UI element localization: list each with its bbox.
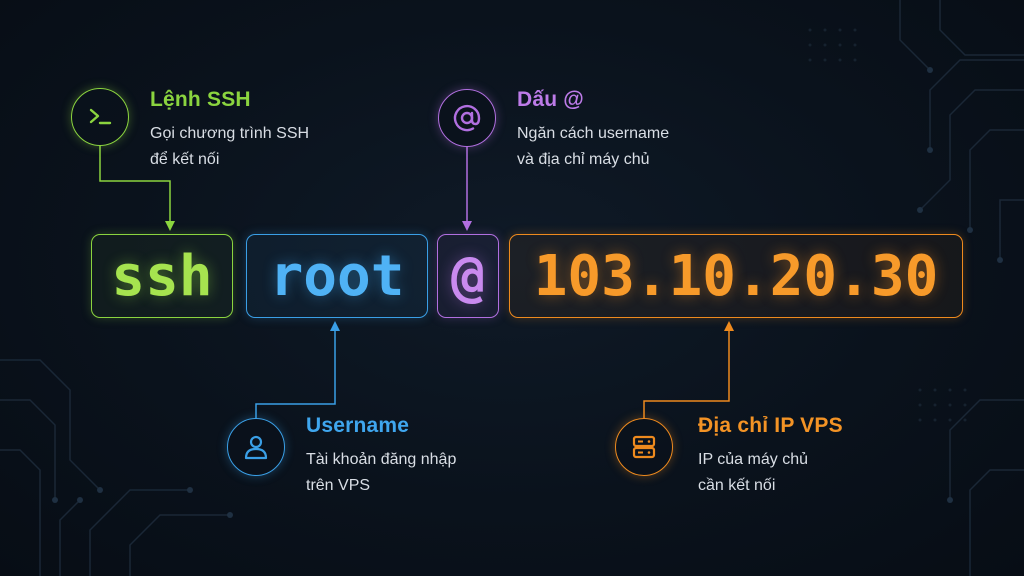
at-callout-line1: Ngăn cách username [517,125,670,142]
username-callout-line2: trên VPS [306,477,371,494]
at-sign-token: @ [437,234,499,318]
username-callout-title: Username [306,414,410,437]
at-sign-icon [438,89,496,147]
user-icon [227,418,285,476]
at-callout-title: Dấu @ [517,88,584,111]
ip-callout: Địa chỉ IP VPS IP của máy chủ cần kết nố… [698,414,843,499]
ip-callout-line1: IP của máy chủ [698,451,808,468]
at-callout-line2: và địa chỉ máy chủ [517,151,650,168]
ip-callout-title: Địa chỉ IP VPS [698,414,843,437]
ip-callout-line2: cần kết nối [698,477,776,494]
ssh-callout-line1: Gọi chương trình SSH [150,125,310,142]
ssh-callout-title: Lệnh SSH [150,88,251,111]
username-callout-line1: Tài khoản đăng nhập [306,451,457,468]
ssh-callout-line2: để kết nối [150,151,220,168]
ip-address-token: 103.10.20.30 [509,234,963,318]
username-callout: Username Tài khoản đăng nhập trên VPS [306,414,456,499]
server-icon [615,418,673,476]
ssh-callout: Lệnh SSH Gọi chương trình SSH để kết nối [150,88,309,173]
terminal-prompt-icon [71,88,129,146]
at-callout: Dấu @ Ngăn cách username và địa chỉ máy … [517,88,669,173]
ssh-token: ssh [91,234,233,318]
username-token: root [246,234,428,318]
